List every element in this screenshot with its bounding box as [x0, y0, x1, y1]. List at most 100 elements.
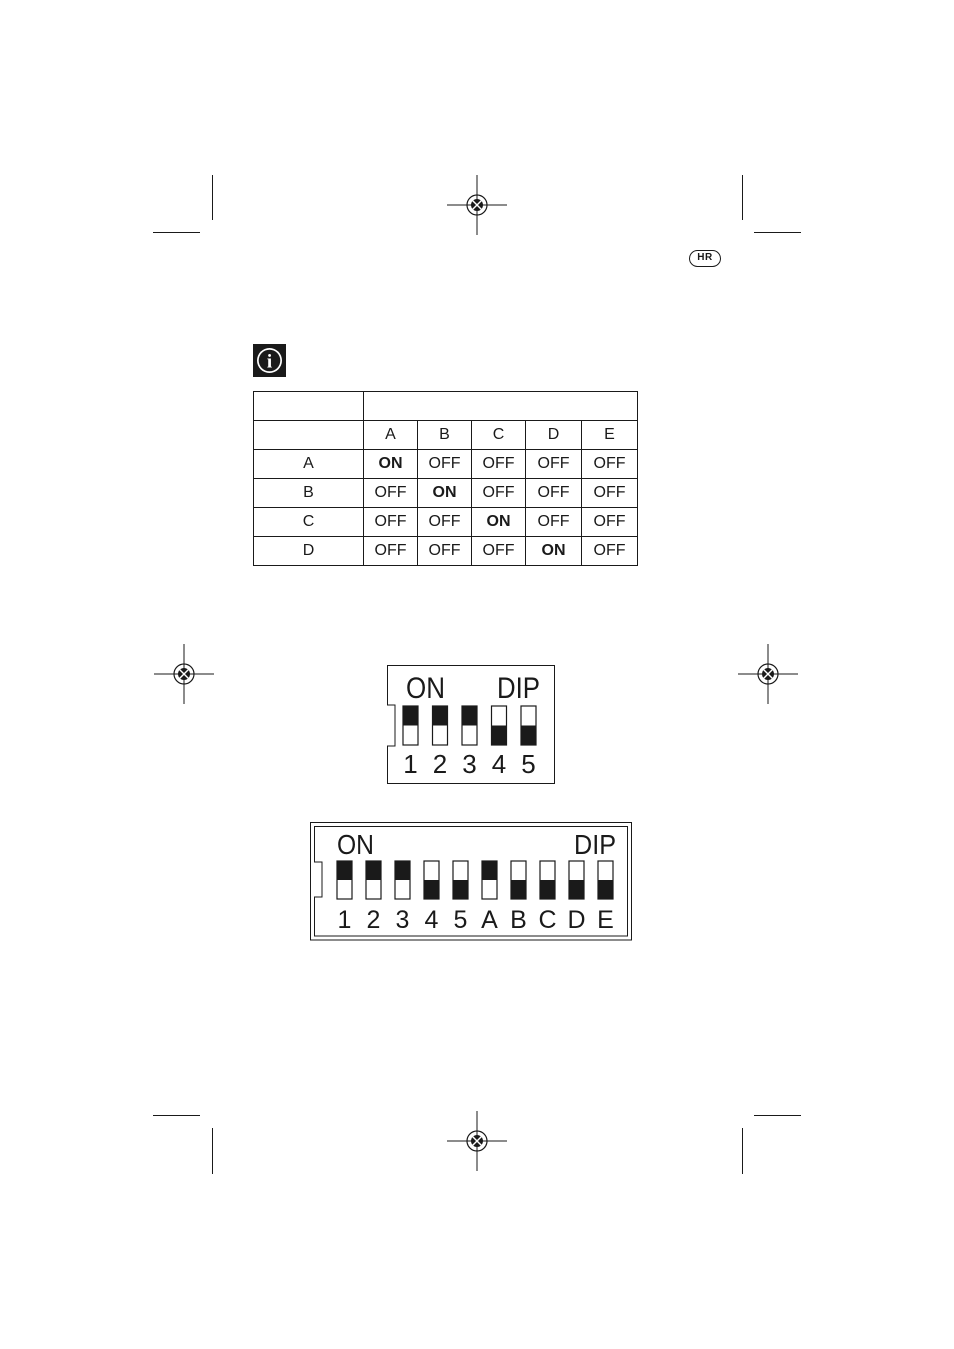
- dip-switch-knob: [424, 880, 439, 899]
- dip-switch-label: A: [481, 906, 498, 934]
- dip-switch-knob: [462, 706, 477, 726]
- dip-switch-label: E: [597, 906, 614, 934]
- table-row: B OFF ON OFF OFF OFF: [253, 478, 638, 508]
- dip-switch-label: 2: [433, 749, 447, 779]
- table-column-header: B: [417, 420, 472, 450]
- crop-mark: [153, 1115, 200, 1116]
- dip-switch-label: 3: [396, 906, 410, 934]
- dip-switch-knob: [366, 861, 381, 880]
- dip-switch-label: B: [510, 906, 527, 934]
- dip-switch-knob: [598, 880, 613, 899]
- table-cell: OFF: [525, 478, 582, 508]
- table-cell: OFF: [525, 507, 582, 537]
- table-column-header: A: [363, 420, 418, 450]
- registration-mark-icon: [154, 644, 214, 704]
- table-cell: OFF: [581, 507, 638, 537]
- dip-switch-label: C: [538, 906, 556, 934]
- dip-switch-4: 4: [423, 860, 440, 934]
- table-cell: OFF: [471, 478, 526, 508]
- dip-switch-1: 1: [336, 860, 353, 934]
- table-row: A ON OFF OFF OFF OFF: [253, 449, 638, 479]
- crop-mark: [754, 232, 801, 233]
- dip-switch-knob: [403, 706, 418, 726]
- dip-switch-knob: [511, 880, 526, 899]
- table-row-header: C: [253, 507, 364, 537]
- crop-mark: [212, 1128, 213, 1174]
- dip-on-label: ON: [406, 672, 445, 705]
- table-corner-cell: [253, 391, 364, 421]
- table-cell: OFF: [581, 478, 638, 508]
- dip-switch-1: 1: [402, 705, 419, 779]
- crop-mark: [754, 1115, 801, 1116]
- table-cell: OFF: [581, 536, 638, 566]
- dip-on-label: ON: [337, 829, 374, 860]
- table-cell: OFF: [525, 449, 582, 479]
- dip-switch-label: 4: [425, 906, 439, 934]
- dip-switch-label: 5: [521, 749, 535, 779]
- dip-settings-table: A B C D E A ON OFF OFF OFF OFF B OFF ON …: [253, 391, 638, 566]
- dip-switch-2: 2: [365, 860, 382, 934]
- table-cell: OFF: [471, 536, 526, 566]
- info-icon: i: [253, 344, 286, 377]
- dip-switch-label: 1: [403, 749, 417, 779]
- dip-switch-label: 3: [462, 749, 476, 779]
- dip-switch-B: B: [510, 860, 527, 934]
- table-row: D OFF OFF OFF ON OFF: [253, 536, 638, 566]
- table-cell: ON: [525, 536, 582, 566]
- table-row-header: B: [253, 478, 364, 508]
- dip-switch-E: E: [597, 860, 614, 934]
- dip-dip-label: DIP: [574, 829, 616, 860]
- registration-mark-icon: [447, 175, 507, 235]
- dip-switch-label: D: [567, 906, 585, 934]
- dip-switch-label: 4: [492, 749, 506, 779]
- table-cell: OFF: [363, 507, 418, 537]
- table-cell: OFF: [363, 478, 418, 508]
- dip-switch-4: 4: [490, 705, 508, 779]
- table-cell: OFF: [581, 449, 638, 479]
- registration-mark-icon: [447, 1111, 507, 1171]
- dip-switch-knob: [337, 861, 352, 880]
- dip-switch-5: 5: [452, 860, 469, 934]
- dip-switch-knob: [491, 725, 507, 745]
- dip-switch-knob: [395, 861, 410, 880]
- table-column-header-row: A B C D E: [253, 420, 638, 450]
- table-cell: ON: [417, 478, 472, 508]
- crop-mark: [742, 175, 743, 220]
- dip-switch-knob: [521, 725, 536, 745]
- table-column-header: E: [581, 420, 638, 450]
- table-cell: OFF: [417, 536, 472, 566]
- dip-switch-knob: [482, 861, 497, 880]
- dip-switch-knob: [540, 880, 555, 899]
- dip-switch-knob: [569, 880, 584, 899]
- table-row-header: A: [253, 449, 364, 479]
- table-group-header-cell: [363, 391, 638, 421]
- table-cell: OFF: [363, 536, 418, 566]
- table-cell: OFF: [417, 507, 472, 537]
- table-cell: ON: [363, 449, 418, 479]
- crop-mark: [212, 175, 213, 220]
- dip-dip-label: DIP: [497, 672, 540, 705]
- table-corner-cell: [253, 420, 364, 450]
- table-top-row: [253, 391, 638, 421]
- table-cell: OFF: [471, 449, 526, 479]
- dip-switch-label: 2: [367, 906, 381, 934]
- dip-switch-label: 1: [338, 906, 352, 934]
- crop-mark: [742, 1128, 743, 1174]
- dip-switch-2: 2: [431, 705, 449, 779]
- dip-switch-A: A: [481, 860, 498, 934]
- table-column-header: D: [525, 420, 582, 450]
- info-icon-glyph: i: [267, 352, 272, 373]
- registration-mark-icon: [738, 644, 798, 704]
- dip-switch-knob: [453, 880, 468, 899]
- table-row: C OFF OFF ON OFF OFF: [253, 507, 638, 537]
- dip-switch-C: C: [538, 860, 557, 934]
- table-cell: OFF: [417, 449, 472, 479]
- table-column-header: C: [471, 420, 526, 450]
- table-cell: ON: [471, 507, 526, 537]
- dip-switch-knob: [432, 706, 448, 726]
- dip-switch-D: D: [567, 860, 586, 934]
- crop-mark: [153, 232, 200, 233]
- dip-switch-3: 3: [461, 705, 478, 779]
